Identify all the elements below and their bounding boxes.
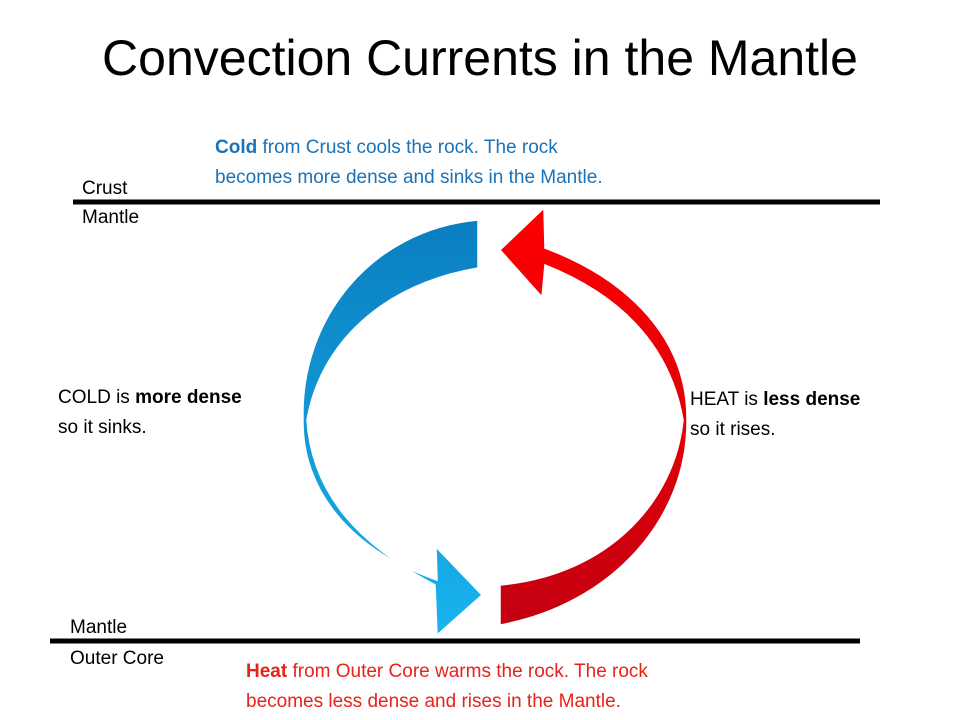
cold-note-bold: Cold [215, 137, 258, 158]
mantle-upper-label: Mantle [82, 207, 140, 228]
cold-note: Cold from Crust cools the rock. The rock… [215, 133, 603, 193]
heat-note-bold: Heat [246, 661, 288, 682]
cold-density-line2: so it sinks. [58, 417, 147, 438]
heat-density-note: HEAT is less dense so it rises. [690, 385, 860, 445]
cold-note-line1: from Crust cools the rock. The rock [257, 137, 558, 158]
heat-density-line2: so it rises. [690, 419, 776, 440]
heat-note-line2: becomes less dense and rises in the Mant… [246, 691, 621, 712]
cold-density-note: COLD is more dense so it sinks. [58, 383, 242, 443]
heat-note-line1: from Outer Core warms the rock. The rock [287, 661, 648, 682]
cold-density-pre: COLD is [58, 387, 136, 408]
heat-note: Heat from Outer Core warms the rock. The… [246, 657, 648, 717]
cold-density-bold: more dense [135, 387, 242, 408]
mantle-lower-label: Mantle [70, 617, 128, 638]
heat-density-bold: less dense [763, 389, 861, 410]
page-title: Convection Currents in the Mantle [102, 30, 858, 86]
crust-label: Crust [82, 178, 128, 199]
outer-core-label: Outer Core [70, 648, 164, 669]
hot-rising-arrow [498, 206, 688, 626]
cold-note-line2: becomes more dense and sinks in the Mant… [215, 167, 603, 188]
cold-sinking-arrow [302, 219, 484, 637]
heat-density-pre: HEAT is [690, 389, 764, 410]
